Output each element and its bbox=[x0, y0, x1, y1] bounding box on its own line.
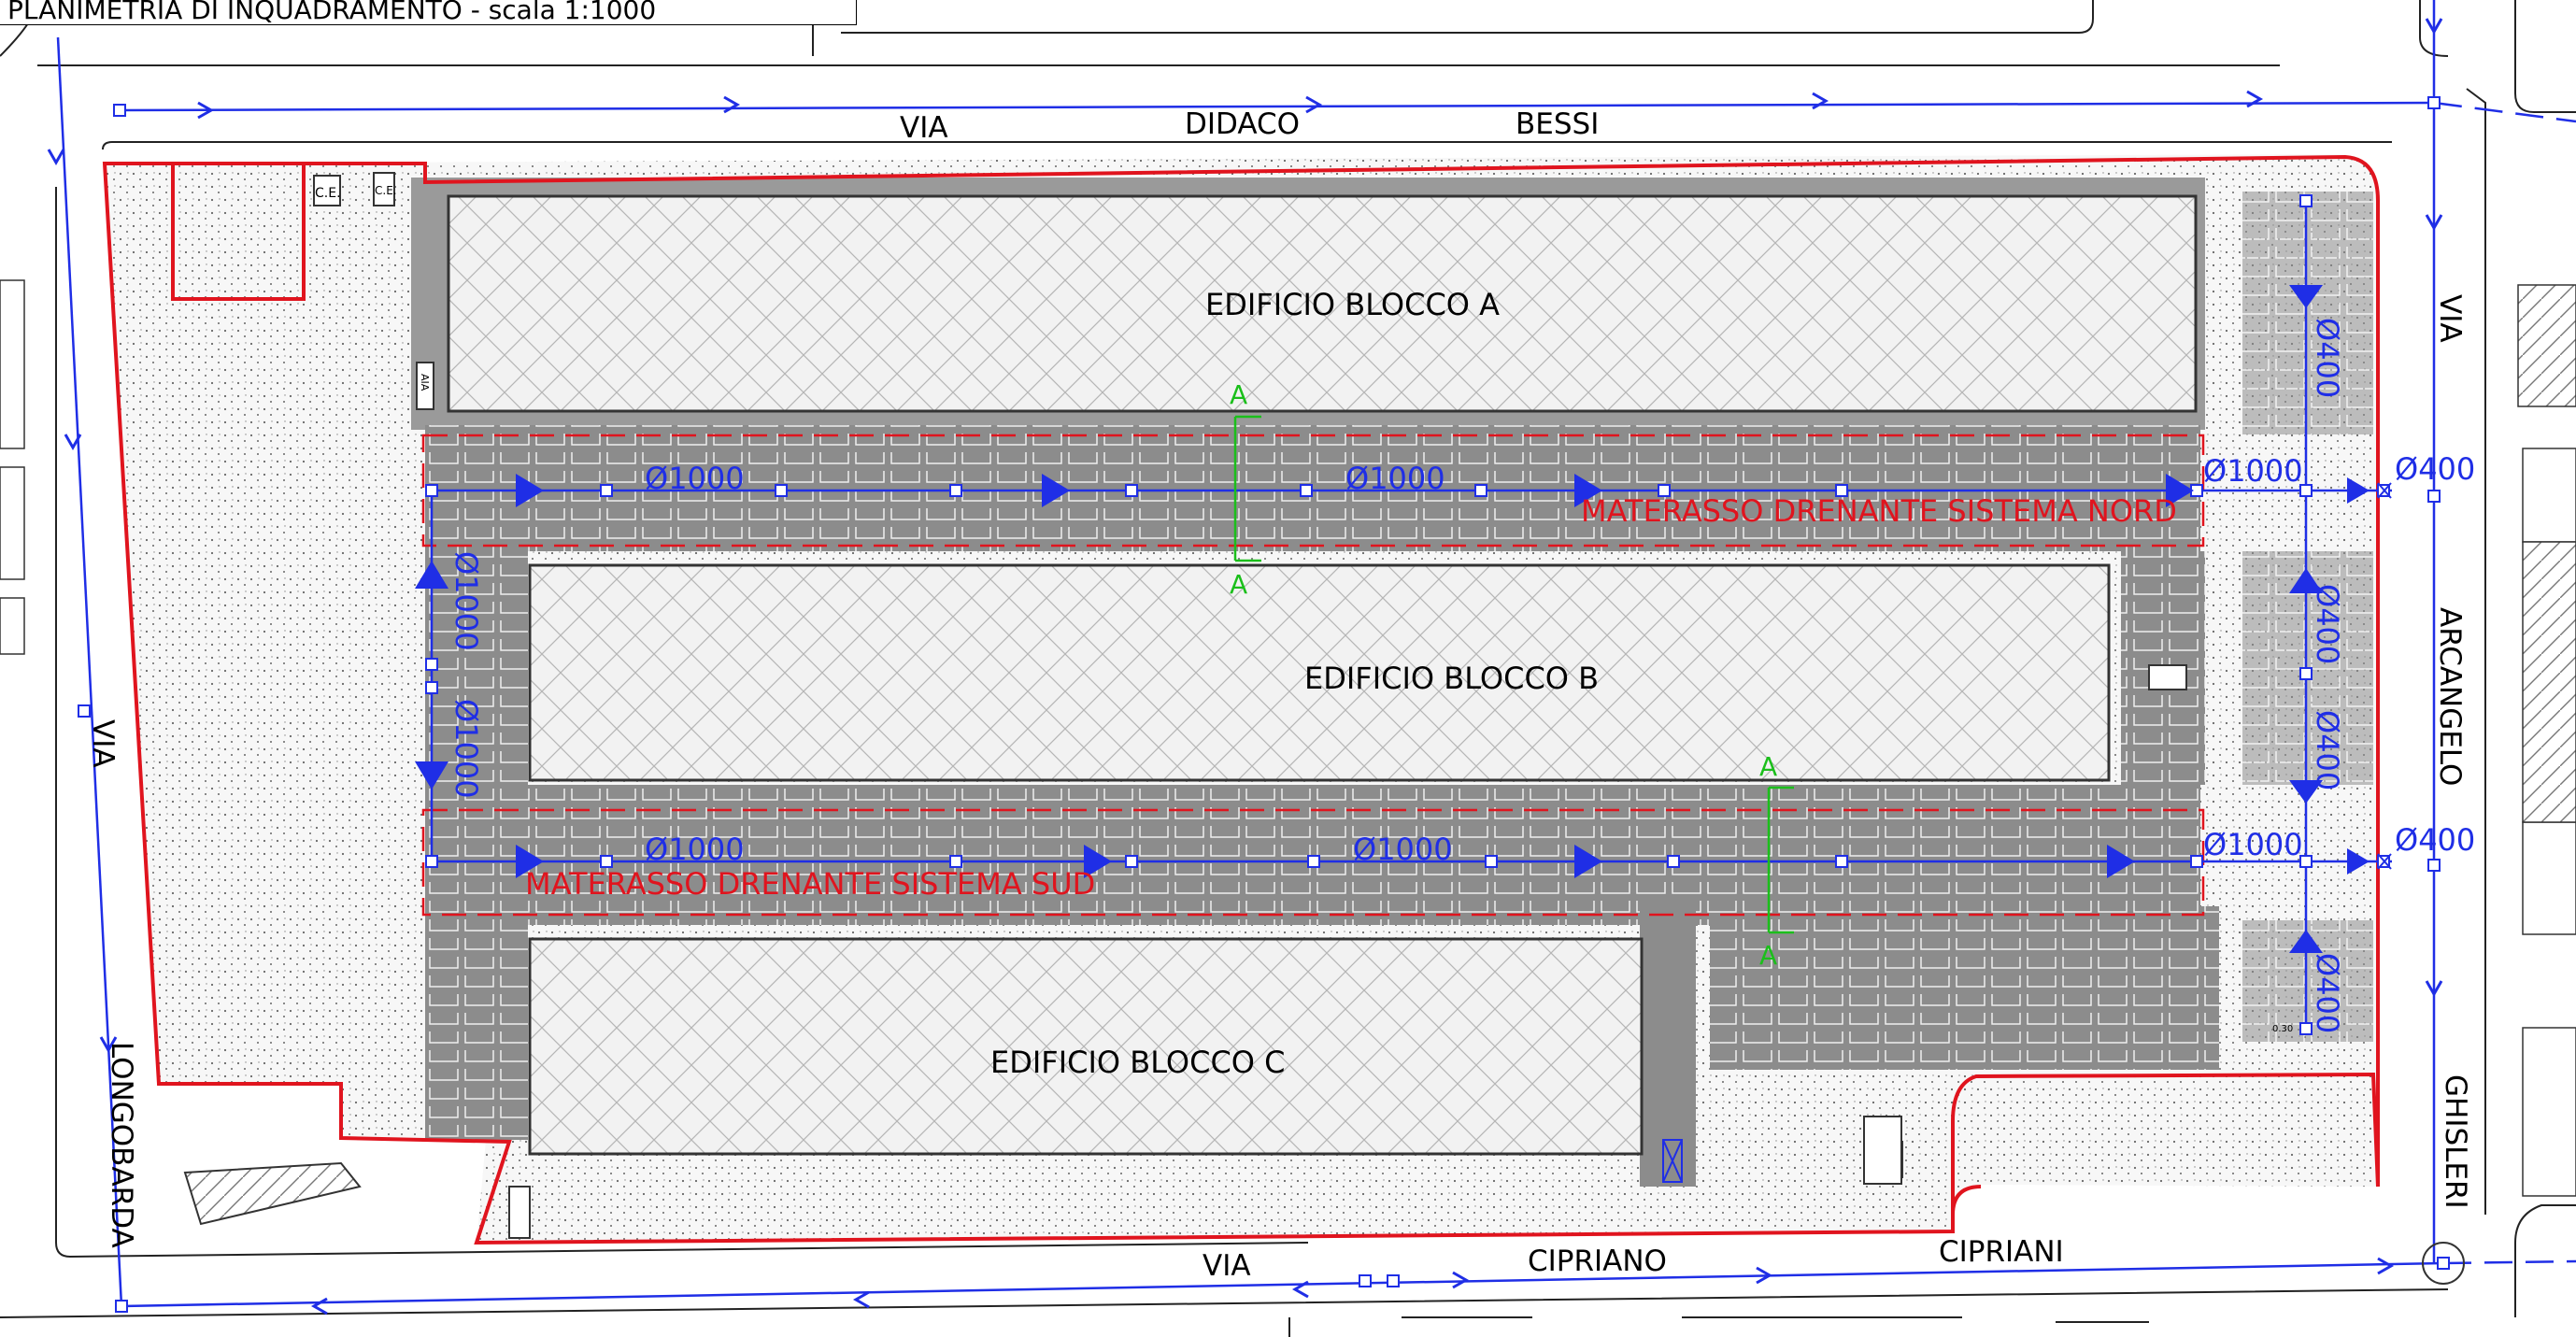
pipe-label-north-1: Ø1000 bbox=[645, 461, 745, 496]
pipe-label-outlet-south: Ø400 bbox=[2395, 822, 2475, 858]
street-flow-arrows bbox=[47, 18, 2443, 1316]
drainage-north-label: MATERASSO DRENANTE SISTEMA NORD bbox=[1581, 493, 2177, 529]
building-c bbox=[528, 937, 1644, 1156]
street-west-via: VIA bbox=[86, 719, 120, 768]
street-south-cipriano: CIPRIANO bbox=[1528, 1245, 1667, 1278]
aia-label: AIA bbox=[419, 374, 431, 391]
outfall-marker-north bbox=[2377, 482, 2392, 499]
street-north-bessi: BESSI bbox=[1516, 107, 1599, 141]
level-label: 0.30 bbox=[2272, 1024, 2293, 1034]
east-hatched-building bbox=[2522, 541, 2576, 823]
pipe-label-branch-4: Ø400 bbox=[2310, 953, 2345, 1033]
pipe-label-west-2: Ø1000 bbox=[448, 699, 484, 799]
pipe-label-north-3: Ø1000 bbox=[2203, 453, 2303, 489]
flow-arrows bbox=[415, 285, 2370, 953]
street-east-arcangelo: ARCANGELO bbox=[2433, 607, 2467, 786]
pipe-label-south-2: Ø1000 bbox=[1353, 832, 1453, 867]
pipe-label-branch-3: Ø400 bbox=[2310, 710, 2345, 790]
street-south-cipriani: CIPRIANI bbox=[1939, 1235, 2064, 1269]
building-c-label: EDIFICIO BLOCCO C bbox=[990, 1045, 1286, 1080]
drainage-south-label: MATERASSO DRENANTE SISTEMA SUD bbox=[525, 866, 1095, 902]
section-marker-north-bottom: A bbox=[1230, 569, 1247, 600]
storm-pipes bbox=[56, 0, 2576, 1308]
pipe-label-branch-2: Ø400 bbox=[2310, 584, 2345, 664]
pipe-label-branch-1: Ø400 bbox=[2310, 318, 2345, 398]
site-boundary[interactable] bbox=[102, 154, 2380, 1245]
pipe-label-south-3: Ø1000 bbox=[2203, 827, 2303, 862]
south-manhole-cross bbox=[1662, 1139, 1683, 1183]
building-a bbox=[447, 194, 2198, 413]
section-line-north[interactable] bbox=[1233, 415, 1261, 562]
ce-label-1: C.E. bbox=[315, 186, 341, 201]
section-marker-north-top: A bbox=[1230, 379, 1247, 410]
pipe-label-outlet-north: Ø400 bbox=[2395, 451, 2475, 487]
section-line-south[interactable] bbox=[1767, 786, 1794, 934]
street-north-didaco: DIDACO bbox=[1185, 107, 1300, 141]
street-east-ghisleri: GHISLERI bbox=[2439, 1074, 2472, 1209]
street-west-longobarda: LONGOBARDA bbox=[105, 1042, 138, 1248]
section-marker-south-top: A bbox=[1759, 751, 1777, 782]
section-marker-south-bottom: A bbox=[1759, 940, 1777, 971]
street-east-via: VIA bbox=[2433, 294, 2467, 343]
plan-title: PLANIMETRIA DI INQUADRAMENTO - scala 1:1… bbox=[0, 0, 857, 25]
south-east-enclosure bbox=[1951, 1185, 1982, 1216]
south-manhole-box bbox=[1662, 1139, 1683, 1183]
building-b bbox=[528, 563, 2111, 782]
street-north-via: VIA bbox=[900, 111, 948, 145]
ce-label-2: C.E. bbox=[375, 184, 397, 197]
pipe-label-north-2: Ø1000 bbox=[1345, 461, 1445, 496]
building-a-label: EDIFICIO BLOCCO A bbox=[1205, 287, 1500, 322]
small-structures bbox=[183, 172, 2187, 1239]
pipe-label-south-1: Ø1000 bbox=[645, 832, 745, 867]
outfall-marker-south bbox=[2377, 853, 2392, 870]
street-south-via: VIA bbox=[1203, 1249, 1251, 1283]
building-b-label: EDIFICIO BLOCCO B bbox=[1304, 661, 1599, 696]
ce-enclosure bbox=[171, 164, 306, 301]
pipe-label-west-1: Ø1000 bbox=[448, 551, 484, 651]
junction-circle bbox=[2422, 1242, 2465, 1285]
east-hatched-building-2 bbox=[2517, 284, 2576, 407]
